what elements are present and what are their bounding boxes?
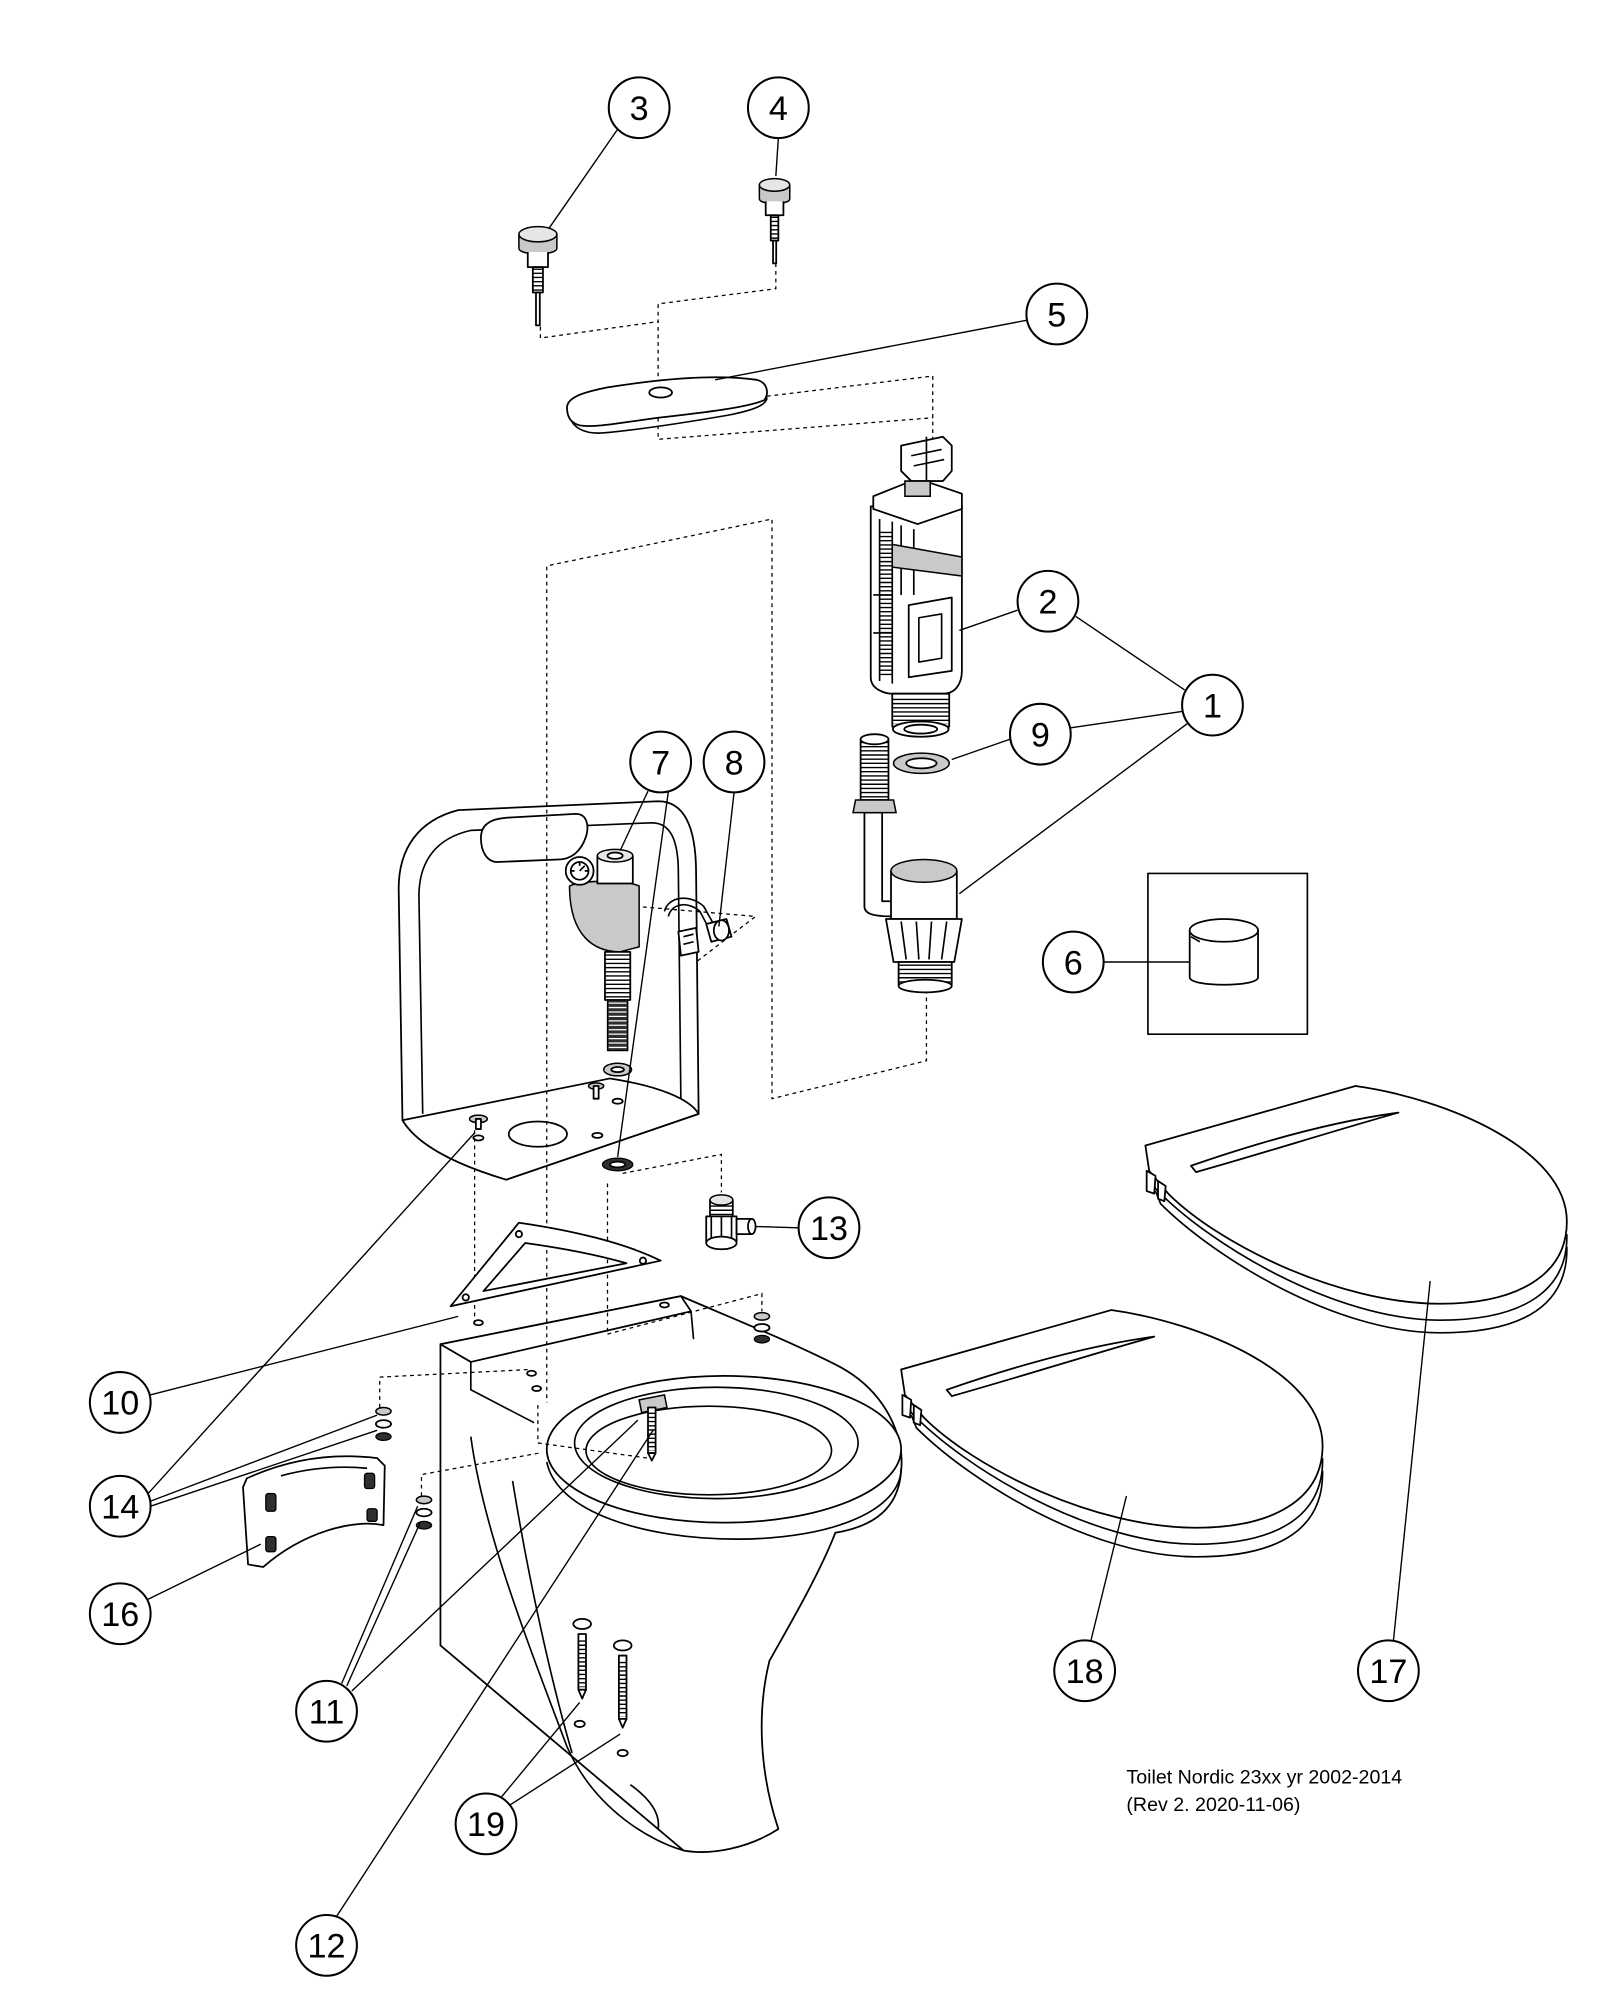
cistern-tank <box>397 800 700 1181</box>
callout-number: 13 <box>810 1210 848 1248</box>
seat-lid <box>1144 1085 1568 1334</box>
spare-part-box <box>1147 872 1309 1035</box>
tank-stud <box>587 1082 605 1100</box>
callout-number: 6 <box>1064 944 1083 982</box>
push-button-small <box>758 177 791 265</box>
callout-number: 11 <box>309 1694 344 1732</box>
callout-9: 9 <box>1008 702 1072 766</box>
float-arm-clip <box>663 897 733 957</box>
toilet-seat <box>900 1309 1324 1558</box>
flush-valve-gasket <box>892 752 950 775</box>
tank-outlet-gasket <box>601 1157 634 1172</box>
seat-fixing-screw <box>638 1393 668 1462</box>
push-button-large <box>518 225 558 327</box>
callout-number: 17 <box>1369 1653 1407 1691</box>
callout-1: 1 <box>1181 673 1244 737</box>
diagram-caption-title: Toilet Nordic 23xx yr 2002-2014 <box>1126 1766 1402 1788</box>
callout-number: 14 <box>101 1488 139 1526</box>
bowl-mount-washers <box>753 1311 771 1344</box>
callout-number: 1 <box>1203 687 1222 725</box>
callout-number: 10 <box>101 1385 139 1423</box>
callout-number: 2 <box>1038 584 1057 622</box>
callout-10: 10 <box>88 1371 152 1434</box>
callout-2: 2 <box>1016 569 1080 633</box>
callout-number: 12 <box>308 1928 346 1966</box>
callout-number: 16 <box>101 1596 139 1634</box>
seat-fixing-washers <box>415 1495 433 1530</box>
wall-bracket <box>242 1455 386 1568</box>
callout-19: 19 <box>454 1792 518 1856</box>
callout-17: 17 <box>1357 1639 1420 1703</box>
callout-18: 18 <box>1053 1639 1117 1703</box>
fill-valve <box>564 848 640 1077</box>
callout-number: 5 <box>1047 296 1066 334</box>
callout-number: 8 <box>725 744 744 782</box>
callout-13: 13 <box>797 1196 861 1260</box>
tank-bolt-washers <box>375 1406 392 1442</box>
tank-cover-plate <box>566 376 768 434</box>
floor-screws <box>572 1617 633 1729</box>
callout-number: 9 <box>1031 716 1050 754</box>
callout-6: 6 <box>1041 930 1105 994</box>
diagram-caption-revision: (Rev 2. 2020-11-06) <box>1126 1794 1300 1816</box>
callout-5: 5 <box>1025 282 1089 346</box>
flush-valve <box>869 435 963 738</box>
callout-number: 19 <box>467 1806 505 1844</box>
callout-number: 7 <box>651 744 670 782</box>
callout-14: 14 <box>88 1474 152 1538</box>
callout-4: 4 <box>746 76 810 140</box>
outlet-valve-assembly <box>852 733 963 994</box>
callout-number: 4 <box>769 90 788 128</box>
callout-12: 12 <box>295 1914 358 1977</box>
toilet-bowl <box>439 1295 903 1853</box>
callout-8: 8 <box>702 730 766 794</box>
callout-number: 18 <box>1066 1653 1104 1691</box>
callout-11: 11 <box>295 1679 358 1743</box>
callout-3: 3 <box>607 76 671 140</box>
callout-number: 3 <box>630 90 649 128</box>
tank-to-bowl-gasket <box>449 1221 662 1308</box>
leader-lines <box>146 128 1431 1917</box>
water-inlet-valve <box>705 1194 757 1251</box>
callout-16: 16 <box>88 1582 152 1646</box>
callout-7: 7 <box>629 730 693 794</box>
tank-bolt-washer <box>468 1114 489 1130</box>
